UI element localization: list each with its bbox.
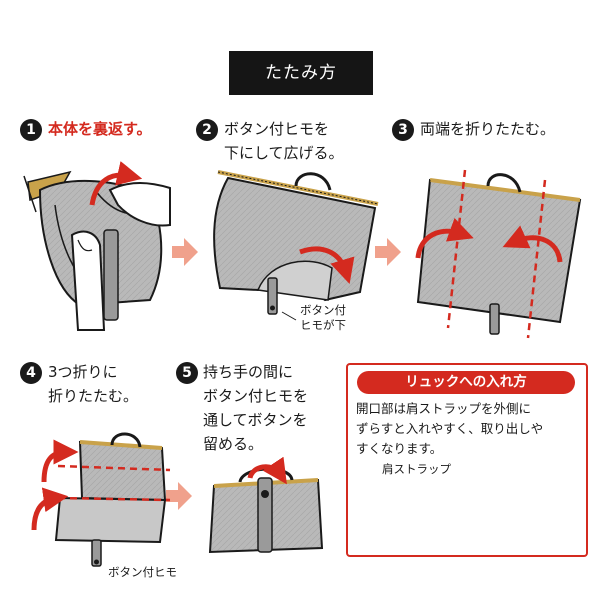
step2-text-line1: ボタン付ヒモを: [224, 120, 330, 138]
step5-text-line4: 留める。: [203, 435, 264, 453]
step-number-3: 3: [392, 119, 414, 141]
shoulder-strap-label: 肩ストラップ: [382, 462, 451, 476]
step1-illustration: [23, 161, 171, 331]
step2-strap-label-line2: ヒモが下: [300, 318, 346, 332]
step-number-4: 4: [20, 362, 42, 384]
backpack-note-title: リュックへの入れ方: [357, 371, 575, 394]
backpack-note-line3: すくなります。: [356, 441, 443, 456]
step2-text-line2: 下にして広げる。: [224, 144, 344, 162]
backpack-note-line1: 開口部は肩ストラップを外側に: [356, 401, 532, 416]
step-number-5: 5: [176, 362, 198, 384]
step3-text: 両端を折りたたむ。: [420, 120, 556, 138]
step5-text-line1: 持ち手の間に: [203, 363, 294, 381]
step4-illustration: [31, 432, 171, 567]
step5-text-line2: ボタン付ヒモを: [203, 387, 309, 405]
step2-strap-label-line1: ボタン付: [300, 303, 346, 317]
step5-text-line3: 通してボタンを: [203, 411, 308, 429]
page-title: たたみ方: [229, 51, 373, 95]
backpack-note-body: 開口部は肩ストラップを外側に ずらすと入れやすく、取り出しや すくなります。: [356, 399, 580, 459]
step4-text-line2: 折りたたむ。: [48, 387, 139, 405]
step3-illustration: [415, 169, 582, 339]
step-number-2: 2: [196, 119, 218, 141]
step2-illustration: [213, 170, 379, 321]
step4-strap-label: ボタン付ヒモ: [108, 565, 177, 579]
step1-text: 本体を裏返す。: [48, 120, 152, 138]
step-arrows: [166, 238, 401, 510]
step4-text-line1: 3つ折りに: [48, 363, 118, 381]
step5-illustration: [208, 456, 324, 554]
backpack-note-line2: ずらすと入れやすく、取り出しや: [356, 421, 544, 436]
backpack-note-box: [346, 363, 588, 557]
step-number-1: 1: [20, 119, 42, 141]
